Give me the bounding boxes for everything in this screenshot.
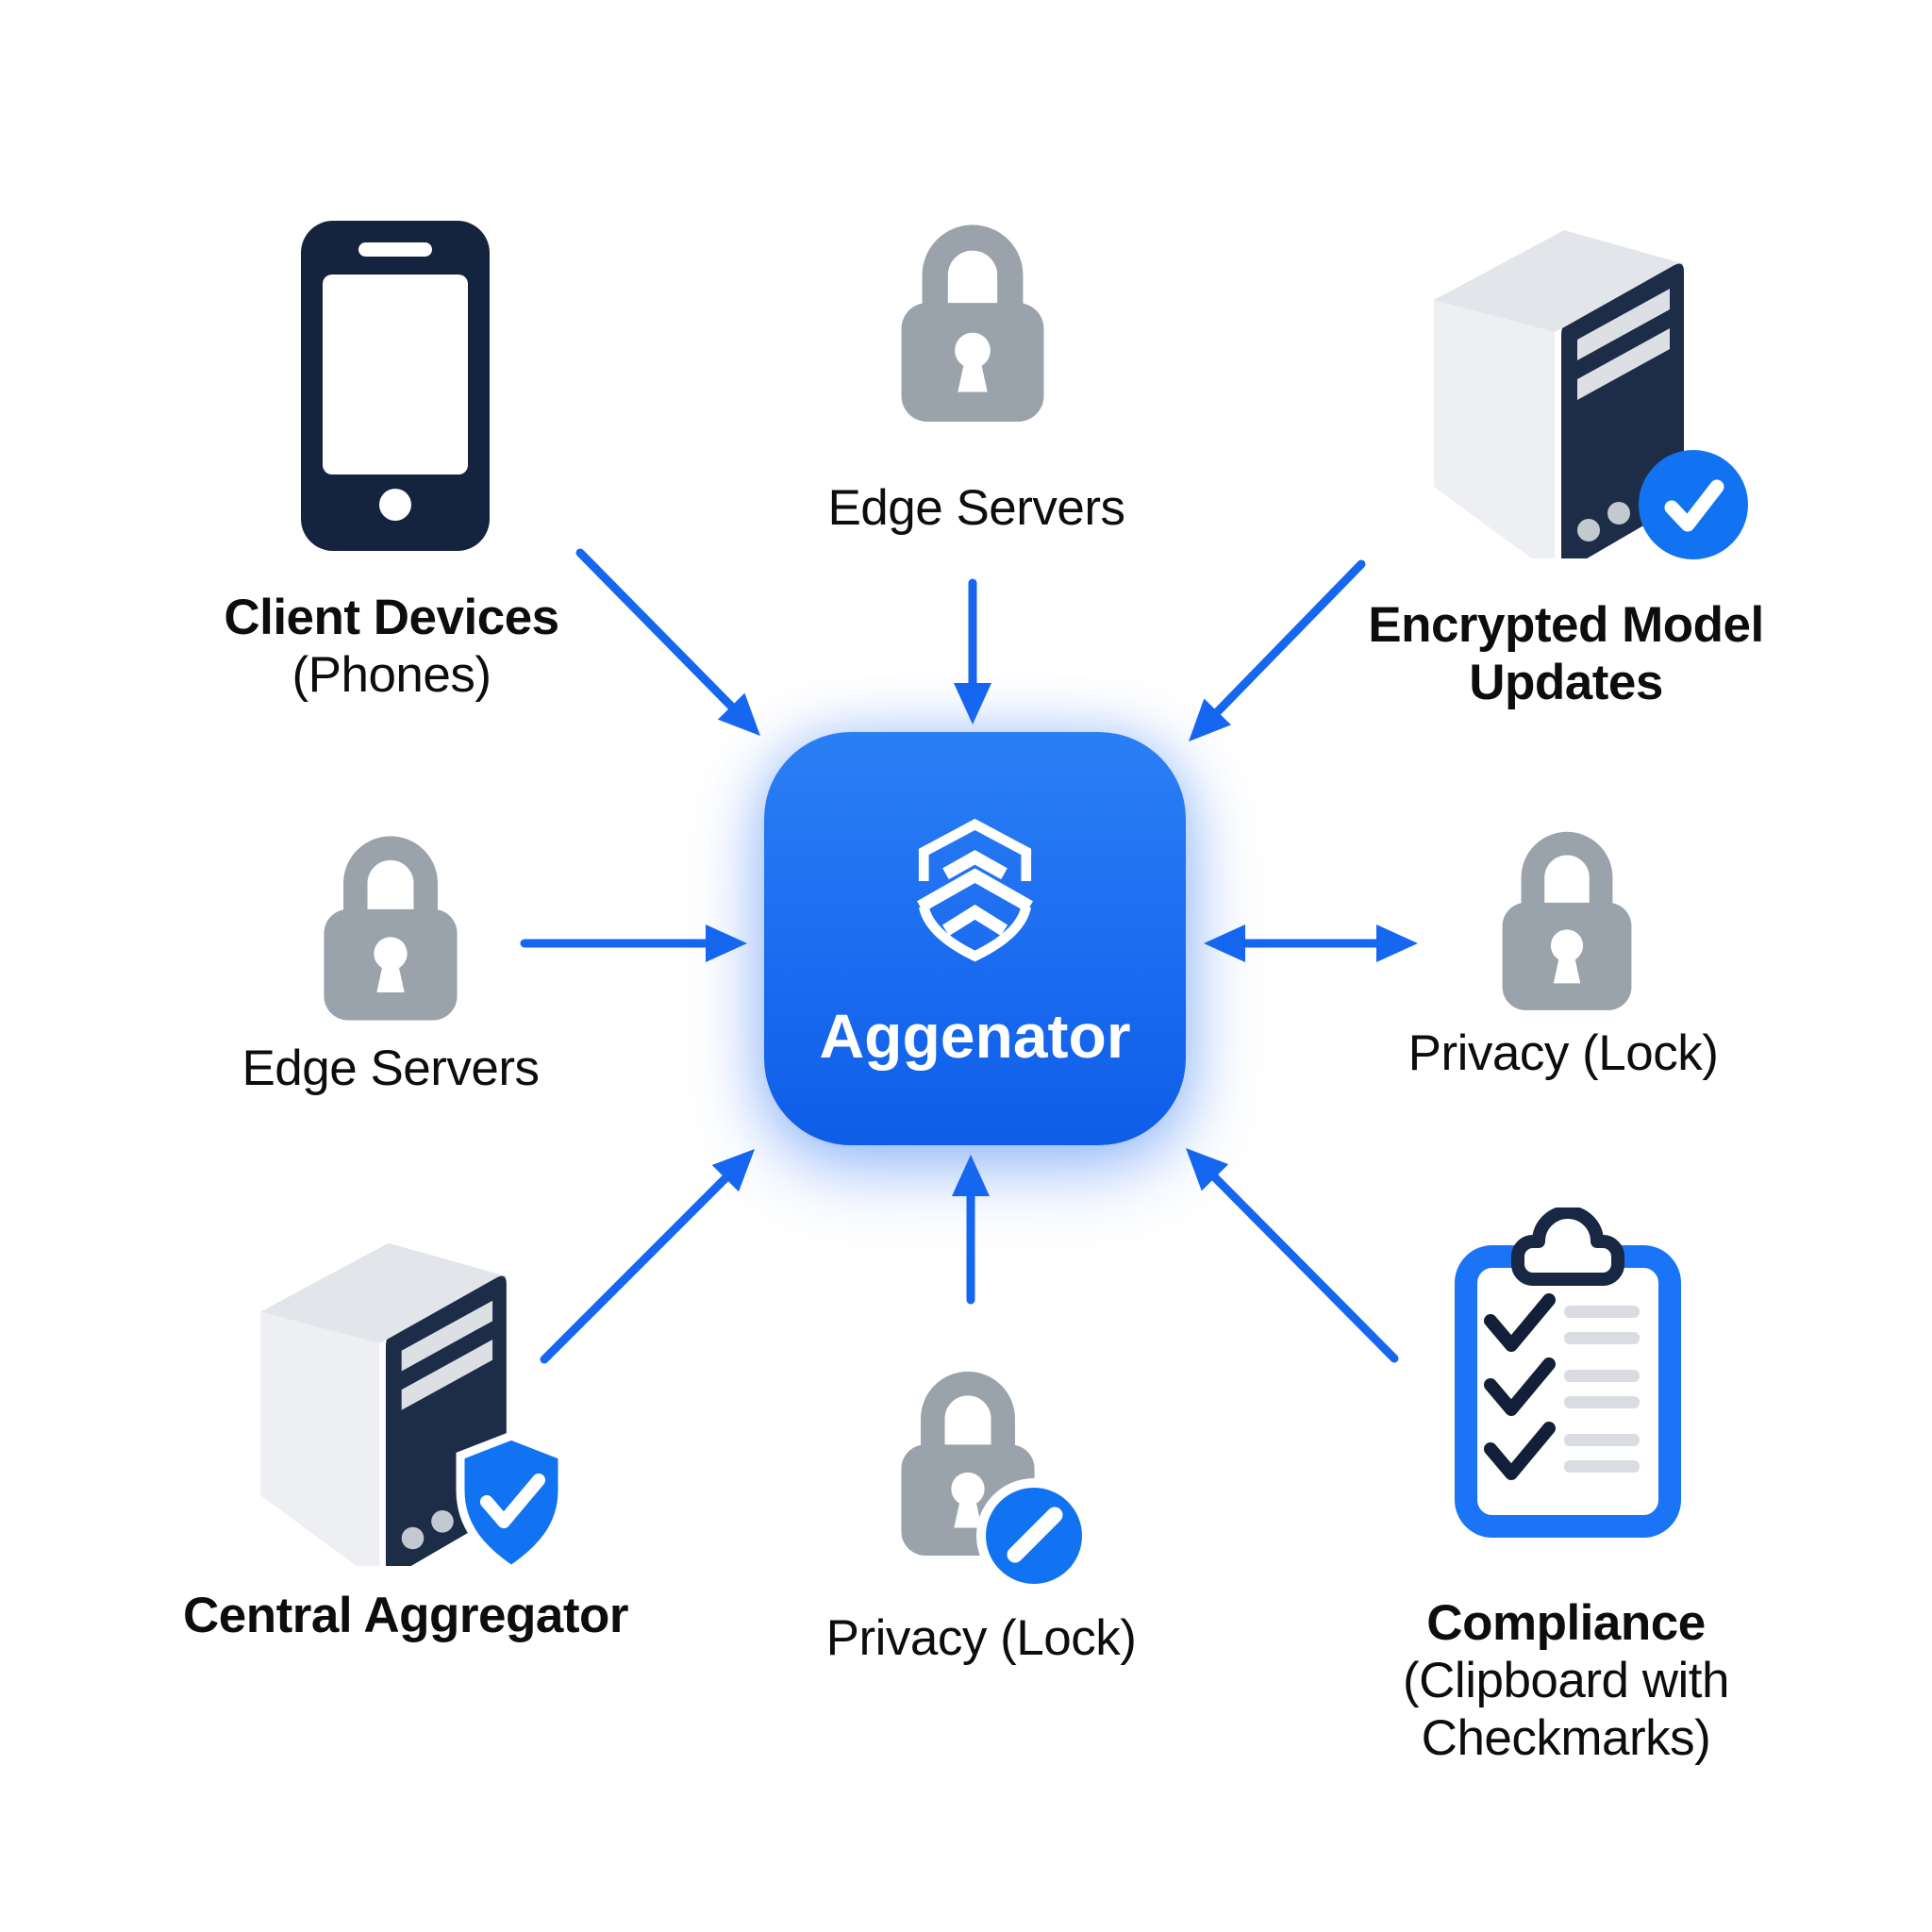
label-edge-servers-top: Edge Servers: [684, 479, 1269, 537]
label-compliance-line1: Compliance: [1426, 1595, 1706, 1651]
label-client-devices: Client Devices (Phones): [99, 589, 684, 704]
label-compliance-line3: Checkmarks): [1421, 1710, 1711, 1766]
label-edge-servers-top-text: Edge Servers: [827, 480, 1125, 536]
label-privacy-bottom-text: Privacy (Lock): [825, 1610, 1137, 1666]
node-aggregator-center: Aggenator: [764, 732, 1186, 1145]
label-client-devices-line2: (Phones): [291, 647, 491, 703]
label-central-aggregator: Central Aggregator: [94, 1587, 717, 1644]
center-label: Aggenator: [819, 1001, 1131, 1071]
label-edge-servers-left: Edge Servers: [98, 1040, 683, 1097]
lock-icon: [874, 196, 1072, 448]
label-privacy-right-text: Privacy (Lock): [1407, 1025, 1719, 1081]
clipboard-checkmarks-icon: [1453, 1206, 1683, 1544]
label-encrypted-line1: Encrypted Model: [1368, 597, 1764, 653]
label-encrypted-model-updates: Encrypted Model Updates: [1274, 596, 1858, 711]
label-compliance: Compliance (Clipboard with Checkmarks): [1274, 1594, 1858, 1767]
label-edge-servers-left-text: Edge Servers: [242, 1041, 540, 1096]
shield-check-icon: [445, 1430, 577, 1580]
label-encrypted-line2: Updates: [1469, 655, 1663, 710]
lock-icon: [1477, 806, 1657, 1035]
lock-icon: [298, 809, 483, 1045]
label-privacy-bottom: Privacy (Lock): [689, 1609, 1274, 1667]
label-central-aggregator-text: Central Aggregator: [183, 1588, 629, 1643]
smartphone-icon: [300, 220, 491, 557]
label-client-devices-line1: Client Devices: [224, 590, 559, 645]
shield-chevrons-icon: [917, 818, 1033, 962]
label-privacy-right: Privacy (Lock): [1271, 1024, 1856, 1082]
label-compliance-line2: (Clipboard with: [1403, 1653, 1729, 1708]
check-circle-icon: [1634, 445, 1753, 569]
check-circle-icon: [972, 1474, 1096, 1603]
